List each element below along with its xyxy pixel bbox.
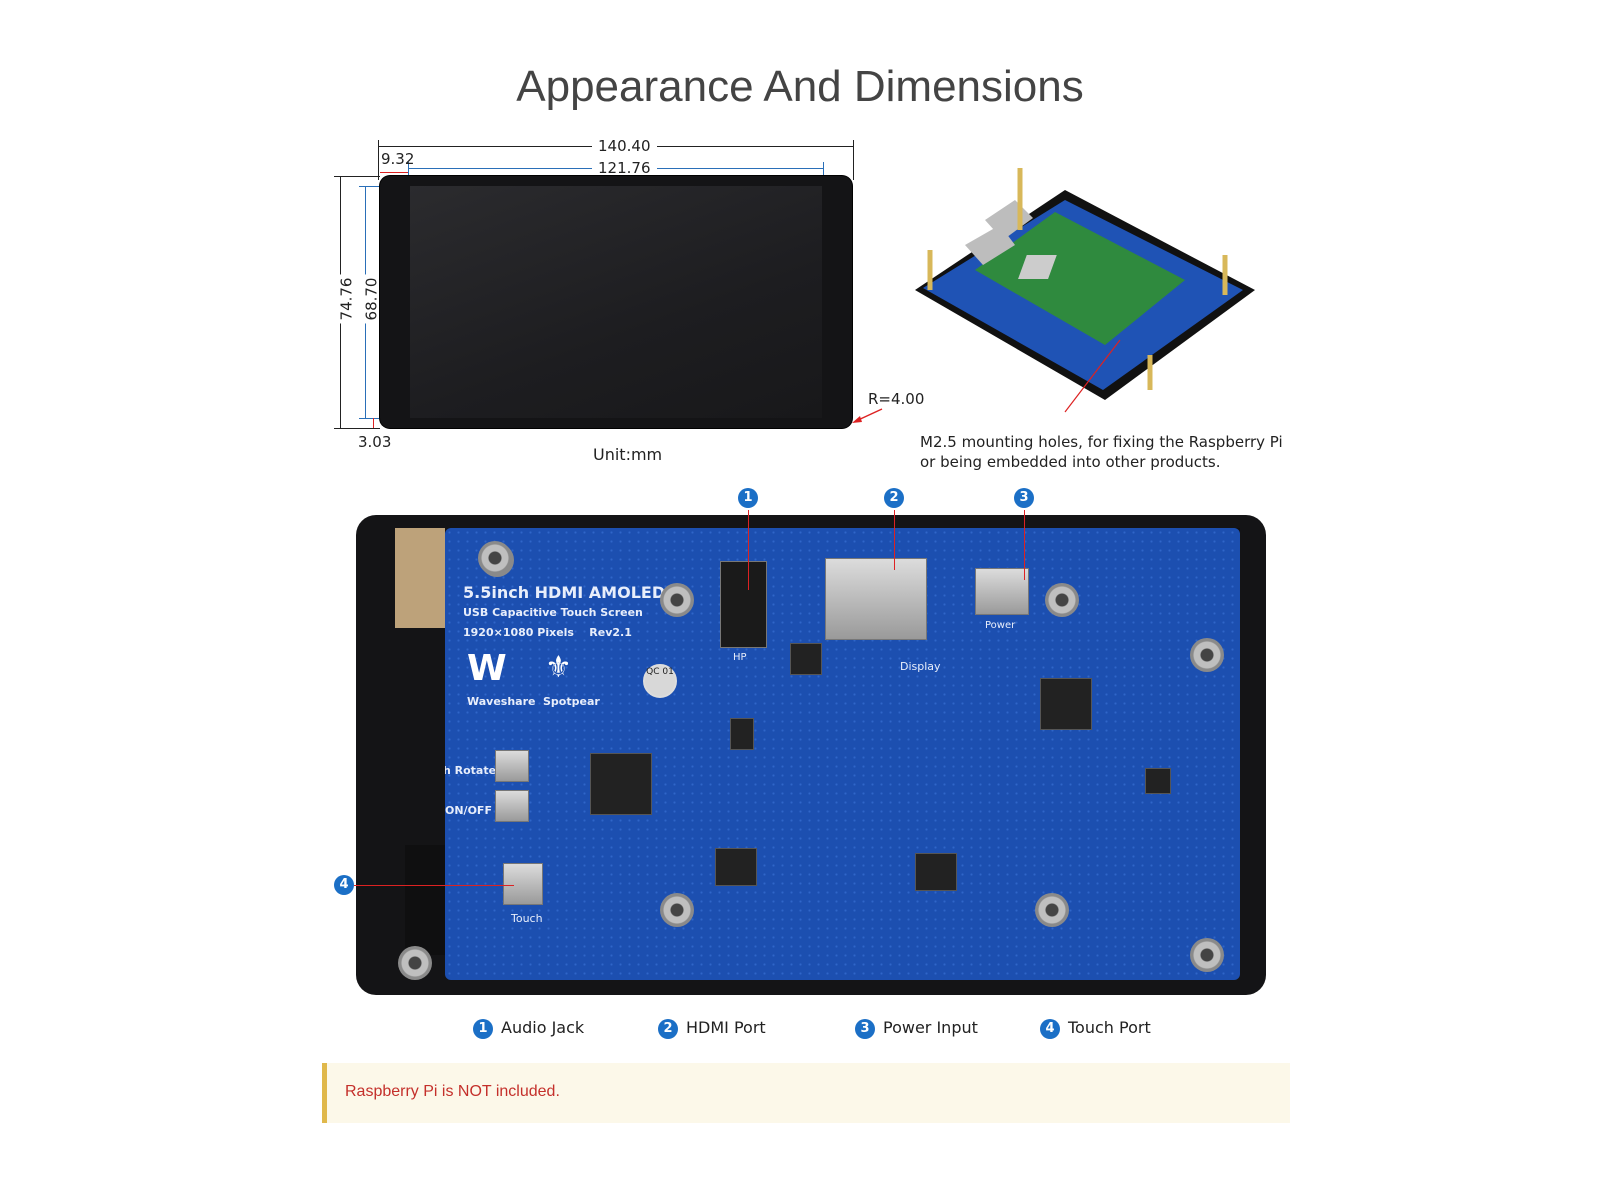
- amoled-screen-front: [380, 176, 852, 428]
- legend-power-input: 3 Power Input: [855, 1018, 978, 1039]
- callout-2: 2: [884, 488, 904, 508]
- waveshare-logo: W: [467, 648, 507, 689]
- legend-label-1: Audio Jack: [501, 1018, 585, 1037]
- qc-sticker: QC 01: [643, 664, 677, 698]
- power-port[interactable]: [975, 568, 1029, 615]
- main-chip: [590, 753, 652, 815]
- display-label: Display: [900, 660, 941, 673]
- touch-rotate-button[interactable]: [495, 750, 529, 782]
- legend-label-2: HDMI Port: [686, 1018, 766, 1037]
- product-name: 5.5inch HDMI AMOLED: [463, 583, 666, 602]
- legend-badge-4: 4: [1040, 1018, 1060, 1039]
- radius-arrow-icon: [852, 408, 883, 423]
- mounting-caption-line2: or being embedded into other products.: [920, 453, 1221, 471]
- mounted-raspberry-pi-photo: [915, 168, 1255, 413]
- mounting-caption: M2.5 mounting holes, for fixing the Rasp…: [920, 432, 1283, 472]
- bottom-margin-label: 3.03: [358, 433, 392, 451]
- total-height-label: 74.76: [337, 274, 356, 324]
- hp-label: HP: [733, 652, 747, 663]
- legend-hdmi-port: 2 HDMI Port: [658, 1018, 766, 1039]
- display-width-label: 121.76: [592, 159, 657, 177]
- power-label: Power: [985, 620, 1016, 631]
- left-margin-label: 9.32: [381, 150, 415, 168]
- onoff-label: ON/OFF: [445, 804, 492, 817]
- page-title: Appearance And Dimensions: [516, 62, 1084, 111]
- product-subtitle: USB Capacitive Touch Screen: [463, 606, 643, 619]
- legend-badge-3: 3: [855, 1018, 875, 1039]
- mounting-caption-line1: M2.5 mounting holes, for fixing the Rasp…: [920, 433, 1283, 451]
- legend-touch-port: 4 Touch Port: [1040, 1018, 1151, 1039]
- onoff-button[interactable]: [495, 790, 529, 822]
- hdmi-port[interactable]: [825, 558, 927, 640]
- callout-3: 3: [1014, 488, 1034, 508]
- corner-radius-label: R=4.00: [868, 390, 925, 408]
- callout-4: 4: [334, 875, 354, 895]
- touch-label: Touch: [511, 912, 543, 925]
- unit-label: Unit:mm: [593, 445, 663, 464]
- legend-badge-1: 1: [473, 1018, 493, 1039]
- total-width-label: 140.40: [592, 137, 657, 155]
- note-text: Raspberry Pi is NOT included.: [345, 1083, 560, 1100]
- legend-label-4: Touch Port: [1068, 1018, 1151, 1037]
- touch-port[interactable]: [503, 863, 543, 905]
- legend-badge-2: 2: [658, 1018, 678, 1039]
- callout-1: 1: [738, 488, 758, 508]
- audio-jack[interactable]: [720, 561, 767, 648]
- product-specs: 1920×1080 Pixels Rev2.1: [463, 626, 632, 639]
- toshiba-chip: [1040, 678, 1092, 730]
- brand-waveshare: Waveshare: [467, 695, 536, 708]
- legend-audio-jack: 1 Audio Jack: [473, 1018, 584, 1039]
- touch-rotate-label: Touch Rotate: [445, 764, 497, 777]
- brand-spotpear: Spotpear: [543, 695, 600, 708]
- not-included-note: Raspberry Pi is NOT included.: [322, 1063, 1290, 1123]
- spotpear-logo-icon: ⚜: [545, 650, 572, 685]
- display-height-label: 68.70: [362, 274, 381, 324]
- pcb-board: 5.5inch HDMI AMOLED USB Capacitive Touch…: [445, 528, 1240, 980]
- legend-label-3: Power Input: [883, 1018, 978, 1037]
